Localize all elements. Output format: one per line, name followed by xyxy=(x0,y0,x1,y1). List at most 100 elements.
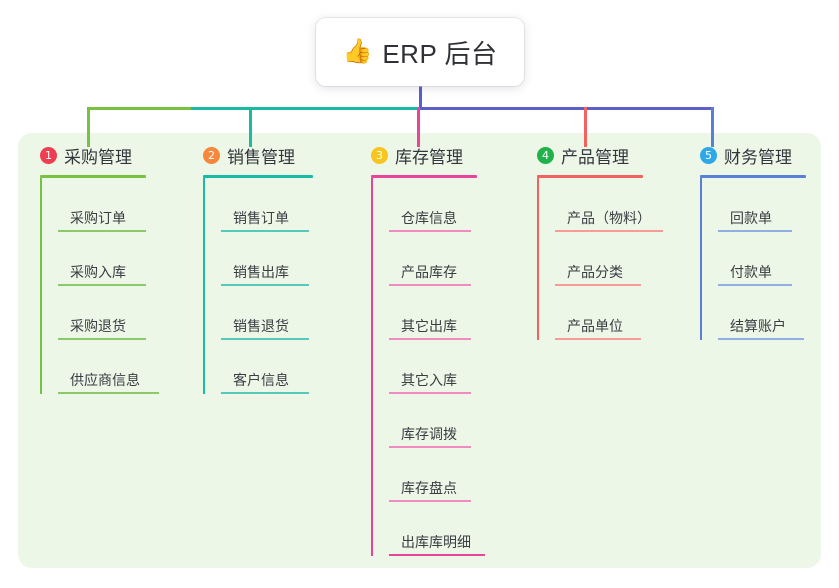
leaf-label: 结算账户 xyxy=(730,318,786,334)
branch-children-4: 产品（物料） 产品分类 产品单位 xyxy=(537,178,707,340)
branch-column-1: 1 采购管理 采购订单 采购入库 采购退货 供应商信息 xyxy=(40,143,190,394)
bus-segment-teal xyxy=(191,107,421,110)
root-node-title: ERP 后台 xyxy=(382,38,498,69)
leaf-rule xyxy=(555,338,641,340)
leaf-label: 采购订单 xyxy=(70,210,126,226)
branch-title-4: 产品管理 xyxy=(561,148,629,167)
diagram-panel xyxy=(18,133,821,568)
leaf-label: 销售退货 xyxy=(233,318,289,334)
branch-badge-2: 2 xyxy=(203,147,220,164)
leaf-rule xyxy=(389,338,471,340)
leaf-node[interactable]: 仓库信息 xyxy=(389,178,531,232)
leaf-node[interactable]: 采购退货 xyxy=(58,286,190,340)
leaf-rule xyxy=(555,284,641,286)
leaf-rule xyxy=(389,230,471,232)
branch-badge-1: 1 xyxy=(40,147,57,164)
leaf-node[interactable]: 产品（物料） xyxy=(555,178,707,232)
branch-title-5: 财务管理 xyxy=(724,148,792,167)
leaf-node[interactable]: 库存盘点 xyxy=(389,448,531,502)
leaf-node[interactable]: 销售退货 xyxy=(221,286,353,340)
branch-header-4[interactable]: 4 产品管理 xyxy=(537,143,707,175)
leaf-label: 产品单位 xyxy=(567,318,623,334)
leaf-rule xyxy=(389,500,471,502)
leaf-node[interactable]: 付款单 xyxy=(718,232,839,286)
leaf-label: 库存调拨 xyxy=(401,426,457,442)
branch-rule-3 xyxy=(371,175,477,178)
leaf-node[interactable]: 产品库存 xyxy=(389,232,531,286)
branch-header-3[interactable]: 3 库存管理 xyxy=(371,143,531,175)
leaf-label: 销售订单 xyxy=(233,210,289,226)
leaf-label: 出库库明细 xyxy=(401,534,471,550)
leaf-rule xyxy=(58,284,146,286)
leaf-node[interactable]: 库存调拨 xyxy=(389,394,531,448)
bus-segment-indigo xyxy=(419,107,713,110)
leaf-label: 客户信息 xyxy=(233,372,289,388)
leaf-rule xyxy=(718,230,792,232)
branch-title-2: 销售管理 xyxy=(227,148,295,167)
leaf-node[interactable]: 产品单位 xyxy=(555,286,707,340)
branch-header-2[interactable]: 2 销售管理 xyxy=(203,143,353,175)
branch-title-3: 库存管理 xyxy=(395,148,463,167)
drop-connector-column-3 xyxy=(417,107,420,147)
branch-badge-4: 4 xyxy=(537,147,554,164)
branch-rule-2 xyxy=(203,175,313,178)
leaf-label: 库存盘点 xyxy=(401,480,457,496)
leaf-rule xyxy=(389,392,471,394)
leaf-node[interactable]: 产品分类 xyxy=(555,232,707,286)
leaf-node[interactable]: 采购入库 xyxy=(58,232,190,286)
leaf-node[interactable]: 出库库明细 xyxy=(389,502,531,556)
branch-children-2: 销售订单 销售出库 销售退货 客户信息 xyxy=(203,178,353,394)
branch-header-5[interactable]: 5 财务管理 xyxy=(700,143,839,175)
leaf-rule xyxy=(221,230,309,232)
leaf-rule xyxy=(58,338,146,340)
drop-connector-column-1 xyxy=(87,107,90,147)
branch-column-5: 5 财务管理 回款单 付款单 结算账户 xyxy=(700,143,839,340)
drop-connector-column-4 xyxy=(584,107,587,147)
drop-connector-column-5 xyxy=(711,107,714,147)
leaf-node[interactable]: 回款单 xyxy=(718,178,839,232)
leaf-node[interactable]: 结算账户 xyxy=(718,286,839,340)
leaf-label: 产品分类 xyxy=(567,264,623,280)
leaf-node[interactable]: 其它出库 xyxy=(389,286,531,340)
branch-column-3: 3 库存管理 仓库信息 产品库存 其它出库 其它入库 库存调拨 xyxy=(371,143,531,556)
leaf-rule xyxy=(718,284,792,286)
drop-connector-column-2 xyxy=(249,107,252,147)
leaf-rule xyxy=(389,446,471,448)
leaf-node[interactable]: 销售订单 xyxy=(221,178,353,232)
leaf-label: 回款单 xyxy=(730,210,772,226)
leaf-label: 其它入库 xyxy=(401,372,457,388)
branch-column-4: 4 产品管理 产品（物料） 产品分类 产品单位 xyxy=(537,143,707,340)
branch-children-5: 回款单 付款单 结算账户 xyxy=(700,178,839,340)
leaf-node[interactable]: 客户信息 xyxy=(221,340,353,394)
branch-children-1: 采购订单 采购入库 采购退货 供应商信息 xyxy=(40,178,190,394)
leaf-node[interactable]: 其它入库 xyxy=(389,340,531,394)
branch-children-3: 仓库信息 产品库存 其它出库 其它入库 库存调拨 库存盘点 xyxy=(371,178,531,556)
branch-spine-5 xyxy=(700,178,702,340)
leaf-label: 付款单 xyxy=(730,264,772,280)
thumbs-up-icon: 👍 xyxy=(342,38,373,65)
branch-rule-4 xyxy=(537,175,643,178)
leaf-rule xyxy=(58,230,146,232)
leaf-rule xyxy=(389,284,471,286)
leaf-rule xyxy=(718,338,804,340)
leaf-label: 销售出库 xyxy=(233,264,289,280)
leaf-rule xyxy=(221,284,309,286)
bus-segment-green xyxy=(87,107,193,110)
branch-title-1: 采购管理 xyxy=(64,148,132,167)
leaf-rule xyxy=(221,392,309,394)
root-node-erp-backend[interactable]: 👍 ERP 后台 xyxy=(316,18,524,86)
leaf-label: 采购退货 xyxy=(70,318,126,334)
branch-rule-1 xyxy=(40,175,146,178)
leaf-node[interactable]: 供应商信息 xyxy=(58,340,190,394)
leaf-node[interactable]: 销售出库 xyxy=(221,232,353,286)
branch-spine-4 xyxy=(537,178,539,340)
leaf-rule xyxy=(389,554,485,556)
branch-header-1[interactable]: 1 采购管理 xyxy=(40,143,190,175)
branch-rule-5 xyxy=(700,175,806,178)
leaf-node[interactable]: 采购订单 xyxy=(58,178,190,232)
branch-spine-3 xyxy=(371,178,373,556)
branch-spine-1 xyxy=(40,178,42,394)
leaf-rule xyxy=(555,230,663,232)
leaf-rule xyxy=(221,338,309,340)
